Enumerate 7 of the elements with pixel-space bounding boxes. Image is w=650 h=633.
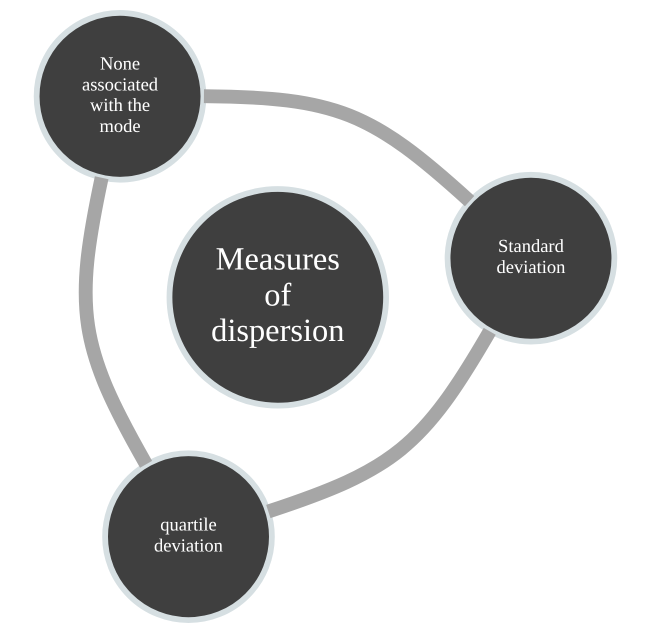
connector xyxy=(266,328,496,518)
connector xyxy=(78,176,152,468)
node-circle: Measures of dispersion xyxy=(166,186,388,408)
node-circle: None associated with the mode xyxy=(33,10,206,183)
node-circle: quartile deviation xyxy=(102,450,274,623)
connector xyxy=(203,89,474,206)
node-circle: Standard deviation xyxy=(444,172,617,344)
